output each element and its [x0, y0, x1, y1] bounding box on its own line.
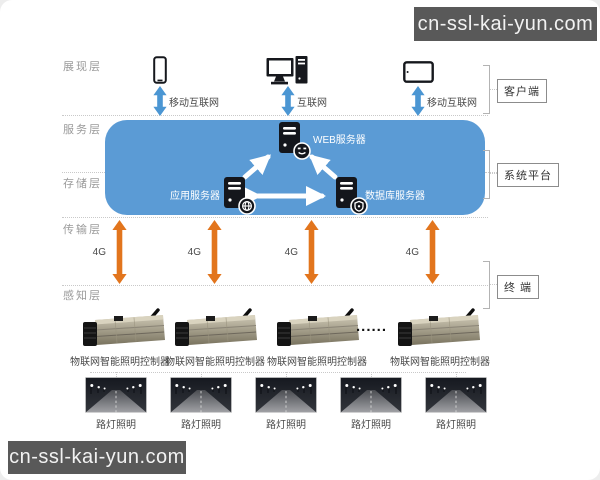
iot-controller-photo [277, 308, 359, 346]
4g-label: 4G [187, 247, 201, 258]
network-label: 移动互联网 [169, 98, 219, 109]
ellipsis: ...... [356, 318, 388, 335]
lamp-connector-tick [371, 372, 372, 377]
street-lamp-photo [85, 377, 147, 413]
terminal-annotation: 终 端 [497, 275, 540, 299]
iot-controller-photo [398, 308, 480, 346]
street-lamp-photo [425, 377, 487, 413]
lamp-connector-tick [286, 372, 287, 377]
server-connection-arrows [241, 154, 338, 206]
client-bracket-connector [490, 89, 497, 90]
client-link-arrow [411, 86, 425, 116]
street-lamp-photo [255, 377, 317, 413]
separator-line [62, 115, 488, 116]
4g-label: 4G [405, 247, 419, 258]
desktop-computer-icon [266, 56, 308, 85]
lamp-label: 路灯照明 [266, 420, 306, 431]
terminal-bracket-connector [490, 284, 497, 285]
platform-annotation: 系统平台 [497, 163, 559, 187]
db-server-icon [336, 177, 368, 215]
4g-link-arrow [112, 220, 127, 284]
layer-perception-label: 感知层 [63, 290, 102, 302]
db-server-label: 数据库服务器 [365, 191, 425, 202]
client-bracket [483, 65, 490, 114]
lamp-label: 路灯照明 [351, 420, 391, 431]
4g-link-arrow [207, 220, 222, 284]
iot-controller-photo [83, 308, 165, 346]
watermark-bottom: cn-ssl-kai-yun.com [8, 441, 186, 474]
lamp-label: 路灯照明 [181, 420, 221, 431]
app-server-label: 应用服务器 [170, 191, 220, 202]
4g-link-arrow [304, 220, 319, 284]
separator-line [485, 172, 497, 173]
client-link-arrow [153, 86, 167, 116]
web-server-label: WEB服务器 [313, 135, 366, 146]
web-server-icon [279, 122, 311, 160]
layer-presentation-label: 展现层 [63, 61, 102, 73]
street-lamp-photo [340, 377, 402, 413]
controller-label: 物联网智能照明控制器 [165, 357, 265, 368]
controller-label: 物联网智能照明控制器 [267, 357, 367, 368]
lamp-connector-line [90, 372, 466, 373]
client-annotation: 客户端 [497, 79, 547, 103]
lamp-label: 路灯照明 [96, 420, 136, 431]
4g-link-arrow [425, 220, 440, 284]
controller-label: 物联网智能照明控制器 [70, 357, 170, 368]
layer-transmission-label: 传输层 [63, 224, 102, 236]
iot-controller-photo [175, 308, 257, 346]
smartphone-icon [153, 56, 167, 84]
network-label: 移动互联网 [427, 98, 477, 109]
lamp-label: 路灯照明 [436, 420, 476, 431]
layer-storage-label: 存储层 [63, 178, 102, 190]
lamp-connector-tick [116, 372, 117, 377]
platform-bracket-connector [490, 173, 497, 174]
client-link-arrow [281, 86, 295, 116]
separator-line [62, 172, 105, 173]
layer-service-label: 服务层 [63, 124, 102, 136]
controller-label: 物联网智能照明控制器 [390, 357, 490, 368]
network-label: 互联网 [297, 98, 327, 109]
tablet-icon [403, 61, 434, 83]
4g-label: 4G [284, 247, 298, 258]
platform-bracket [483, 150, 490, 199]
separator-line [62, 285, 490, 286]
app-server-icon [224, 177, 256, 215]
separator-line [62, 217, 488, 218]
watermark-top: cn-ssl-kai-yun.com [414, 7, 597, 41]
street-lamp-photo [170, 377, 232, 413]
4g-label: 4G [92, 247, 106, 258]
lamp-connector-tick [201, 372, 202, 377]
terminal-bracket [483, 261, 490, 309]
lamp-connector-tick [456, 372, 457, 377]
